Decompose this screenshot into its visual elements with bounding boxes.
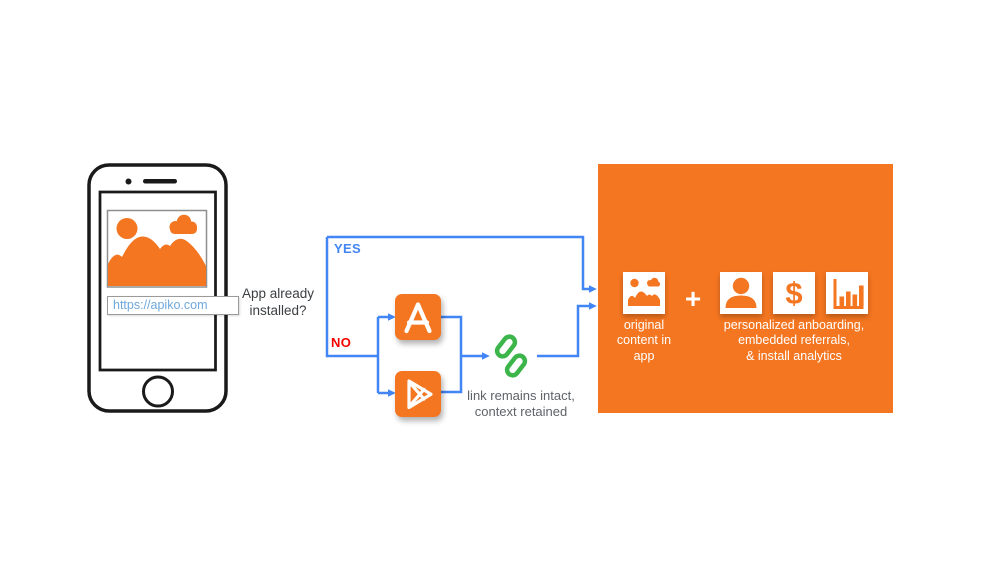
- flow-connectors: [325, 235, 597, 397]
- phone-home-button: [142, 375, 174, 408]
- no-branch-label: NO: [331, 335, 352, 350]
- question-text: App already installed?: [236, 286, 320, 319]
- app-store-icon: [395, 294, 441, 340]
- flow-line-no: [325, 237, 378, 358]
- dollar-icon: $: [773, 272, 815, 314]
- caption-line: embedded referrals,: [738, 333, 850, 348]
- original-content-caption: original content in app: [598, 318, 690, 364]
- phone-camera-dot: [125, 178, 132, 185]
- flow-line-yes: [327, 235, 597, 293]
- google-play-glyph: [407, 379, 433, 410]
- question-line-2: installed?: [249, 302, 307, 318]
- caption-line: content in: [616, 333, 672, 348]
- question-line-1: App already: [241, 286, 315, 301]
- link-note-line-2: context retained: [474, 403, 568, 419]
- dollar-glyph: $: [785, 276, 802, 311]
- link-note-line-1: link remains intact,: [467, 388, 575, 403]
- svg-text:$: $: [785, 276, 802, 311]
- url-bar[interactable]: https://apiko.com: [107, 296, 239, 315]
- link-note: link remains intact, context retained: [441, 388, 601, 419]
- sun-shape: [116, 218, 138, 239]
- yes-branch-label: YES: [334, 241, 361, 256]
- flow-line-store-merge: [441, 315, 463, 394]
- flow-line-link-to-app: [537, 302, 597, 358]
- bar-chart-glyph: [833, 279, 864, 309]
- app-store-glyph: [404, 302, 432, 334]
- person-glyph: [725, 277, 757, 308]
- plus-sign: +: [684, 283, 702, 314]
- caption-line: personalized anboarding,: [723, 318, 865, 332]
- caption-line: original: [623, 318, 665, 332]
- result-panel: + $: [598, 164, 893, 413]
- image-placeholder-icon: [623, 272, 665, 314]
- caption-line: app: [633, 348, 655, 363]
- image-placeholder-icon: [106, 209, 208, 288]
- google-play-icon: [395, 371, 441, 417]
- cloud-shape: [169, 214, 197, 234]
- features-caption: personalized anboarding, embedded referr…: [694, 318, 894, 364]
- image-glyph: [628, 277, 660, 306]
- phone-speaker: [143, 179, 177, 184]
- phone-illustration: [87, 163, 228, 413]
- bar-chart-icon: [826, 272, 868, 314]
- caption-line: & install analytics: [746, 348, 842, 363]
- chain-link-icon: [494, 334, 528, 378]
- person-icon: [720, 272, 762, 314]
- mountains-shape: [108, 236, 206, 286]
